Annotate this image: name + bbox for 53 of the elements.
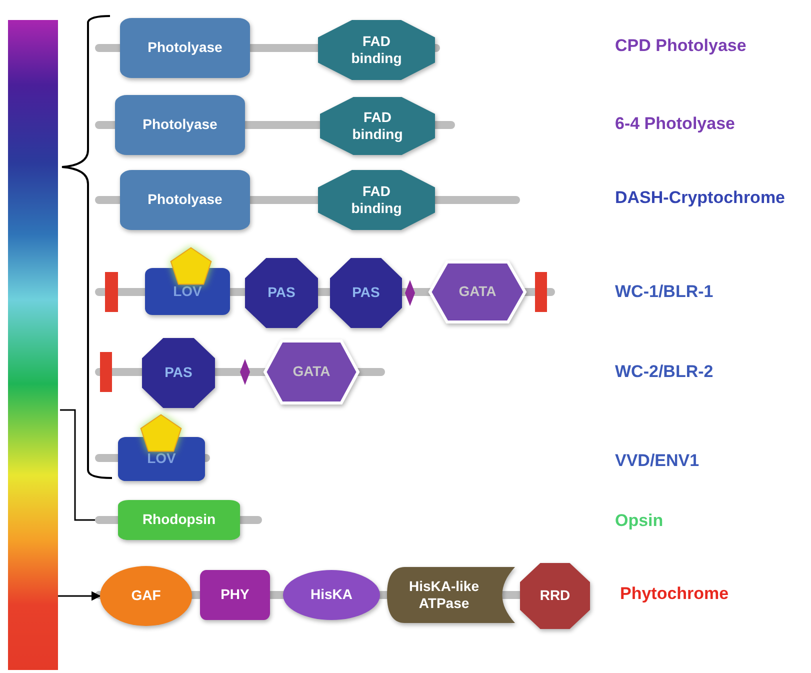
domain-label: Photolyase	[148, 191, 222, 209]
octagon-domain	[330, 258, 402, 328]
octagon-domain	[520, 563, 590, 629]
diamond-marker	[405, 280, 415, 306]
oval-domain	[100, 566, 192, 626]
hexagon-domain	[265, 341, 358, 403]
domain-label: Photolyase	[148, 39, 222, 57]
protein-family-label: Phytochrome	[620, 584, 729, 604]
domain-label: Rhodopsin	[142, 511, 216, 529]
domain-label: PAS	[268, 284, 296, 302]
protein-family-label: CPD Photolyase	[615, 36, 746, 56]
domain-label: GATA	[292, 363, 330, 381]
domain-label: GAF	[131, 587, 161, 605]
pentagon-marker	[170, 247, 212, 285]
domain-box	[120, 170, 250, 230]
octagon-domain	[318, 170, 435, 230]
domain-label: PAS	[352, 284, 380, 302]
domain-label: PAS	[164, 364, 192, 382]
bar-marker	[535, 272, 547, 312]
domain-box	[200, 570, 270, 620]
bar-marker	[105, 272, 118, 312]
domain-label: LOV	[173, 282, 202, 300]
protein-family-label: WC-1/BLR-1	[615, 282, 714, 302]
protein-family-label: VVD/ENV1	[615, 451, 700, 471]
octagon-domain	[318, 20, 435, 80]
light-spectrum-bar	[8, 20, 58, 670]
hexagon-domain	[430, 262, 525, 322]
octagon-domain	[142, 338, 215, 408]
protein-family-label: WC-2/BLR-2	[615, 362, 714, 382]
protein-family-label: Opsin	[615, 511, 664, 531]
domain-label: FAD binding	[351, 108, 404, 144]
domain-label: PHY	[220, 586, 250, 604]
domain-label: FAD binding	[350, 182, 403, 218]
domain-label: Photolyase	[142, 116, 218, 134]
domain-label: FAD binding	[350, 32, 403, 68]
octagon-domain	[320, 97, 435, 155]
domain-box	[118, 500, 240, 540]
domain-label: LOV	[147, 450, 176, 468]
domain-label: HisKA	[310, 586, 352, 604]
oval-domain	[283, 570, 380, 620]
protein-family-label: DASH-Cryptochrome	[615, 188, 786, 208]
octagon-domain	[245, 258, 318, 328]
bar-marker	[100, 352, 112, 392]
protein-family-label: 6-4 Photolyase	[615, 114, 735, 134]
notched-domain	[387, 567, 515, 623]
domain-label: GATA	[458, 283, 496, 301]
domain-label: RRD	[540, 587, 570, 605]
domain-box	[120, 18, 250, 78]
domain-label: HisKA-like ATPase	[408, 578, 480, 612]
arrow	[58, 591, 101, 601]
diamond-marker	[240, 359, 250, 385]
pentagon-marker	[140, 414, 182, 452]
domain-box	[115, 95, 245, 155]
